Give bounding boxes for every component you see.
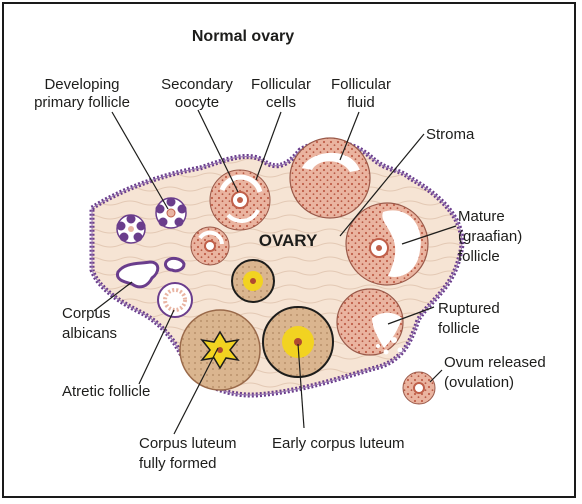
leader-atretic-follicle: [138, 309, 175, 385]
label-developing-primary-follicle-line1: Developing: [44, 76, 119, 93]
primary-follicle-1: [116, 214, 146, 244]
label-secondary-oocyte-line2: oocyte: [175, 94, 219, 111]
corpus-albicans: [115, 256, 186, 289]
diagram-title: Normal ovary: [192, 28, 294, 45]
primary-follicle-2: [155, 197, 187, 229]
follicular-fluid-follicle: [289, 137, 371, 219]
label-developing-primary-follicle-line2: primary follicle: [34, 94, 130, 111]
label-stroma: Stroma: [426, 126, 475, 143]
leader-ovum-released: [429, 369, 443, 383]
label-corpus-albicans-line1: Corpus: [62, 305, 110, 322]
label-atretic-follicle: Atretic follicle: [62, 383, 150, 400]
leader-corpus-luteum-fully-formed: [173, 347, 219, 435]
leader-developing-primary-follicle: [111, 111, 169, 210]
label-follicular-cells-line2: cells: [266, 94, 296, 111]
atretic-follicle: [157, 282, 193, 318]
secondary-oocyte-follicle: [209, 169, 271, 231]
label-corpus-luteum-fully-formed-line1: Corpus luteum: [139, 435, 237, 452]
label-mature-follicle-line3: follicle: [458, 248, 500, 265]
leader-mature-follicle: [401, 225, 457, 245]
leader-early-corpus-luteum: [297, 343, 305, 429]
label-early-corpus-luteum: Early corpus luteum: [272, 435, 405, 452]
leader-follicular-fluid: [339, 111, 360, 161]
label-corpus-albicans-line2: albicans: [62, 325, 117, 342]
leader-stroma: [339, 133, 425, 237]
leader-secondary-oocyte: [197, 109, 239, 193]
leader-follicular-cells: [255, 111, 282, 181]
label-mature-follicle-line1: Mature: [458, 208, 505, 225]
label-ruptured-follicle-line1: Ruptured: [438, 300, 500, 317]
leader-corpus-albicans: [93, 281, 133, 312]
label-mature-follicle-line2: (graafian): [458, 228, 522, 245]
label-follicular-fluid-line1: Follicular: [331, 76, 391, 93]
corpus-luteum-fully-formed: [179, 309, 261, 391]
small-secondary-follicle: [190, 226, 230, 266]
label-ruptured-follicle-line2: follicle: [438, 320, 480, 337]
ovum-released: [402, 371, 436, 405]
label-follicular-fluid-line2: fluid: [347, 94, 375, 111]
label-follicular-cells-line1: Follicular: [251, 76, 311, 93]
ovary-label: OVARY: [259, 231, 318, 250]
ruptured-follicle: [336, 288, 404, 356]
leader-ruptured-follicle: [387, 306, 435, 325]
mature-follicle: [345, 202, 429, 286]
label-ovum-released-line1: Ovum released: [444, 354, 546, 371]
early-corpus-luteum: [262, 306, 334, 378]
developing-corpus-luteum: [231, 259, 275, 303]
label-secondary-oocyte-line1: Secondary: [161, 76, 233, 93]
label-corpus-luteum-fully-formed-line2: fully formed: [139, 455, 217, 472]
label-ovum-released-line2: (ovulation): [444, 374, 514, 391]
